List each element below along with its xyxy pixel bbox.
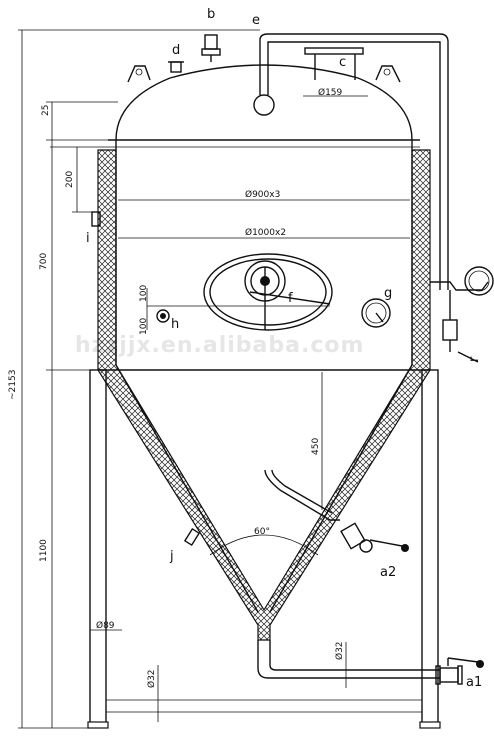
dim-700: 700 — [39, 253, 49, 270]
label-i: i — [86, 231, 90, 246]
tank-body — [50, 64, 430, 613]
dim-phi32-right: Ø32 — [334, 641, 345, 660]
label-a1: a1 — [466, 675, 482, 690]
dim-25: 25 — [41, 105, 51, 116]
dim-phi900: Ø900x3 — [245, 189, 280, 200]
dim-angle: 60° — [254, 527, 270, 537]
label-j: j — [169, 549, 174, 564]
dim-1100: 1100 — [39, 539, 49, 562]
sample-port — [156, 309, 170, 323]
thermometer — [361, 298, 391, 328]
label-g: g — [384, 286, 392, 301]
dim-100-upper: 100 — [139, 285, 149, 302]
bottom-outlet — [257, 640, 484, 685]
label-r: r — [467, 356, 482, 362]
label-f: f — [288, 291, 293, 306]
dim-450: 450 — [311, 438, 321, 455]
top-fittings — [168, 33, 449, 290]
label-e: e — [252, 13, 260, 28]
label-h: h — [171, 317, 179, 332]
dim-100-lower: 100 — [139, 318, 149, 335]
lifting-lugs — [127, 65, 401, 83]
cone-port — [183, 527, 201, 547]
inner-dimensions — [118, 95, 410, 239]
dim-total-height: ~2153 — [8, 370, 18, 400]
pressure-gauge — [430, 266, 494, 363]
insulation-jacket — [97, 149, 431, 641]
label-a2: a2 — [380, 565, 396, 580]
label-c: c — [339, 55, 346, 70]
side-port — [91, 211, 101, 227]
dim-phi1000: Ø1000x2 — [245, 227, 286, 238]
label-d: d — [172, 43, 180, 58]
outer-dimensions — [18, 29, 347, 729]
watermark-text: hzzjjx.en.alibaba.com — [75, 333, 364, 358]
dimension-labels: ~2153 25 200 700 1100 100 100 450 60° Ø1… — [8, 87, 345, 688]
dim-200: 200 — [65, 171, 75, 188]
dim-phi89: Ø89 — [96, 620, 115, 631]
dim-phi32-left: Ø32 — [146, 669, 157, 688]
racking-valve — [264, 469, 409, 553]
label-b: b — [207, 7, 215, 22]
dim-phi159: Ø159 — [318, 87, 343, 98]
side-manway — [147, 253, 333, 331]
fitting-labels: b e d c f g h i j a2 a1 r — [86, 7, 482, 690]
